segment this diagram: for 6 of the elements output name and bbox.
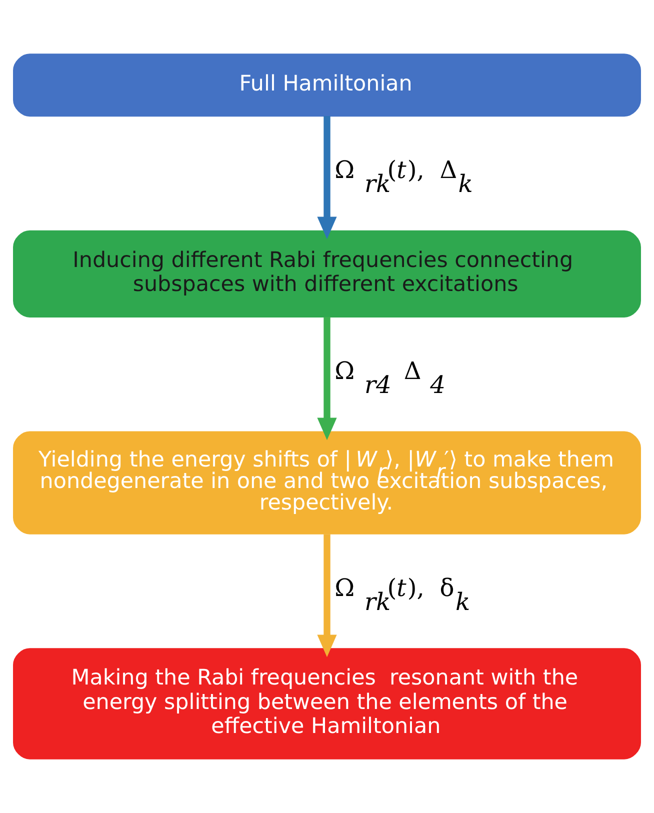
arrow <box>317 317 337 440</box>
node-box: Making the Rabi frequencies resonant with the energy splitting between the elements of the effective Hamiltonian <box>13 648 641 760</box>
node-box: Full Hamiltonian <box>13 54 641 117</box>
arrow <box>317 116 337 240</box>
arrow <box>317 534 337 658</box>
node-box: Inducing different Rabi frequencies connecting subspaces with different excitations <box>13 230 641 318</box>
